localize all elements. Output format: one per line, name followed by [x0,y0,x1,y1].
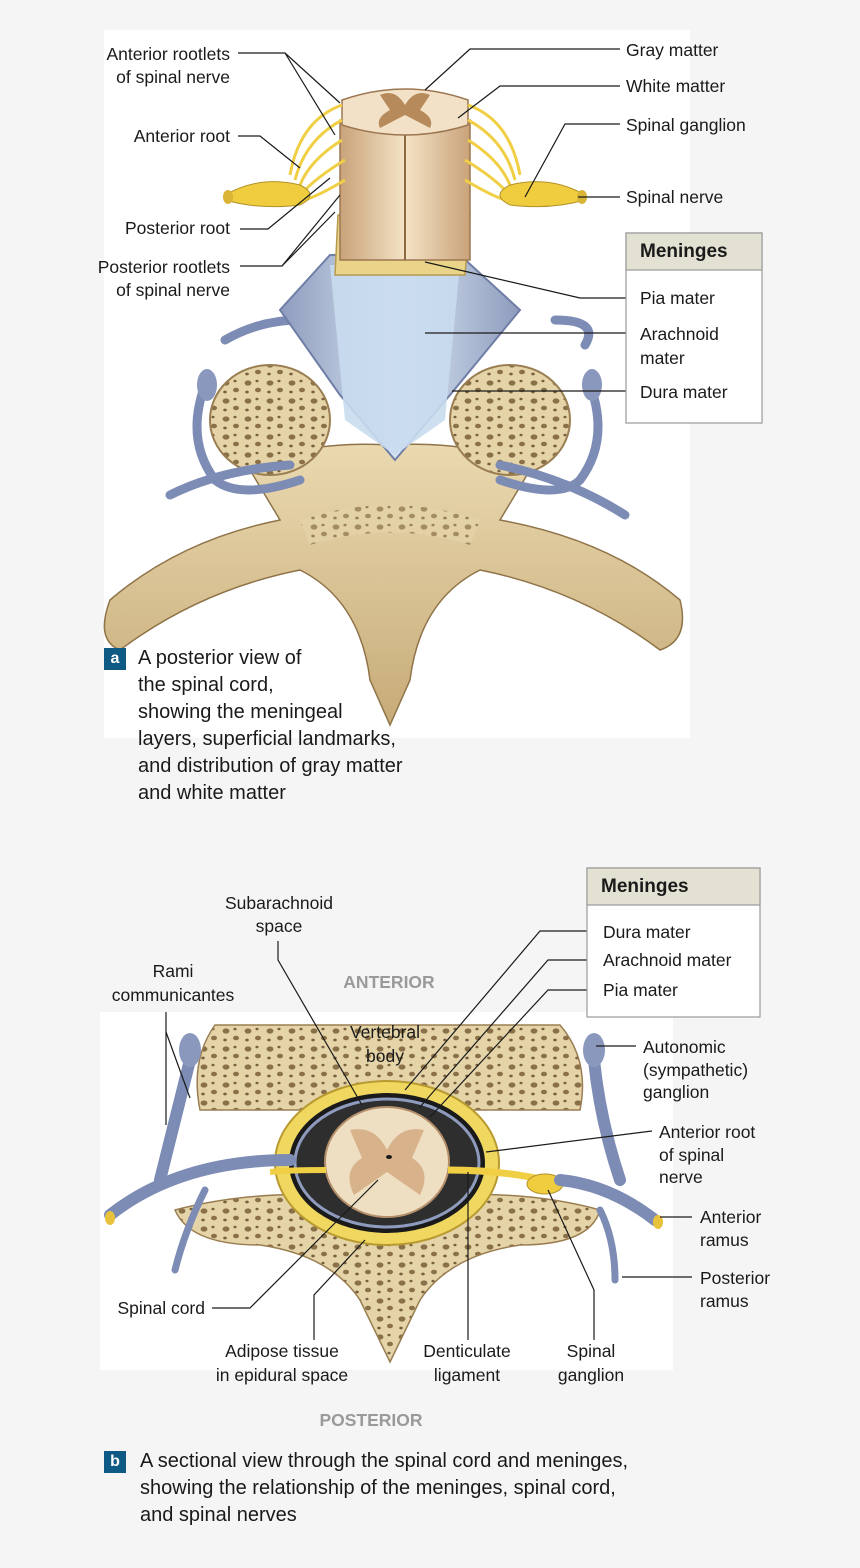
label-anterior-rootlets-2: of spinal nerve [116,67,230,87]
label-anterior-ramus-1: Anterior [700,1207,761,1227]
label-spinal-ganglion: Spinal ganglion [626,115,746,135]
meninges-b-dura: Dura mater [603,922,691,942]
meninges-box-a: Meninges Pia mater Arachnoid mater Dura … [625,232,763,424]
label-adipose-1: Adipose tissue [225,1341,339,1361]
meninges-b-title: Meninges [601,876,689,897]
panel-b-leaders [165,930,692,1340]
label-rami-1: Rami [153,961,194,981]
panel-b-caption-line: and spinal nerves [140,1504,297,1526]
label-posterior: POSTERIOR [319,1410,422,1430]
panel-a-caption-line: the spinal cord, [138,674,274,696]
vertebra-illustration [103,364,684,727]
label-posterior-ramus-2: ramus [700,1291,749,1311]
label-denticulate-2: ligament [434,1365,500,1385]
label-subarachnoid-2: space [256,916,303,936]
label-spinal-ganglion-b-1: Spinal [567,1341,616,1361]
label-denticulate-1: Denticulate [423,1341,511,1361]
label-posterior-rootlets-2: of spinal nerve [116,280,230,300]
meninges-a-title: Meninges [640,241,728,262]
panel-a-caption: A posterior view of the spinal cord, sho… [138,645,403,807]
panel-b-caption-line: A sectional view through the spinal cord… [140,1450,629,1472]
panel-b-caption: A sectional view through the spinal cord… [140,1448,628,1529]
panel-b: Subarachnoid space Rami communicantes AN… [100,867,770,1430]
panel-a-caption-line: and white matter [138,782,286,804]
meninges-a-arachnoid-2: mater [640,348,685,368]
meninges-b-arachnoid: Arachnoid mater [603,950,732,970]
label-anterior: ANTERIOR [343,972,435,992]
label-vertebral-body-2: body [366,1046,404,1066]
label-subarachnoid-1: Subarachnoid [225,893,333,913]
panel-a-caption-line: A posterior view of [138,647,302,669]
label-spinal-ganglion-b-2: ganglion [558,1365,624,1385]
panel-b-caption-line: showing the relationship of the meninges… [140,1477,616,1499]
meninges-box-b: Meninges Dura mater Arachnoid mater Pia … [586,867,761,1018]
nerves-b [104,1054,661,1226]
panel-a-caption-line: and distribution of gray matter [138,755,403,777]
vertebral-body-b [196,1024,584,1111]
meninges-a-pia: Pia mater [640,288,715,308]
label-autonomic-1: Autonomic [643,1037,726,1057]
label-autonomic-2: (sympathetic) [643,1060,748,1080]
label-autonomic-3: ganglion [643,1082,709,1102]
label-anterior-root-b-1: Anterior root [659,1122,755,1142]
label-gray-matter: Gray matter [626,40,719,60]
panel-a-badge: a [104,648,126,670]
panel-a-caption-line: showing the meningeal [138,701,343,723]
meninges-b-pia: Pia mater [603,980,678,1000]
panel-a-labels: Anterior rootlets of spinal nerve Anteri… [98,40,746,300]
label-rami-2: communicantes [112,985,235,1005]
label-anterior-rootlets-1: Anterior rootlets [106,44,230,64]
label-spinal-nerve: Spinal nerve [626,187,723,207]
label-anterior-ramus-2: ramus [700,1230,749,1250]
panel-a-caption-line: layers, superficial landmarks, [138,728,396,750]
label-vertebral-body-1: Vertebral [350,1022,420,1042]
label-anterior-root: Anterior root [134,126,230,146]
label-spinal-cord: Spinal cord [117,1298,205,1318]
panel-a: Anterior rootlets of spinal nerve Anteri… [98,30,763,738]
label-posterior-root: Posterior root [125,218,230,238]
label-white-matter: White matter [626,76,725,96]
label-anterior-root-b-3: nerve [659,1167,703,1187]
label-posterior-ramus-1: Posterior [700,1268,770,1288]
nerve-roots-a [288,103,522,202]
panel-a-leaders [238,48,632,392]
meninges-a-arachnoid-1: Arachnoid [640,324,719,344]
panel-b-labels: Subarachnoid space Rami communicantes AN… [112,893,770,1430]
label-adipose-2: in epidural space [216,1365,348,1385]
meninges-a-dura: Dura mater [640,382,728,402]
panel-b-badge: b [104,1451,126,1473]
label-anterior-root-b-2: of spinal [659,1145,724,1165]
label-posterior-rootlets-1: Posterior rootlets [98,257,231,277]
